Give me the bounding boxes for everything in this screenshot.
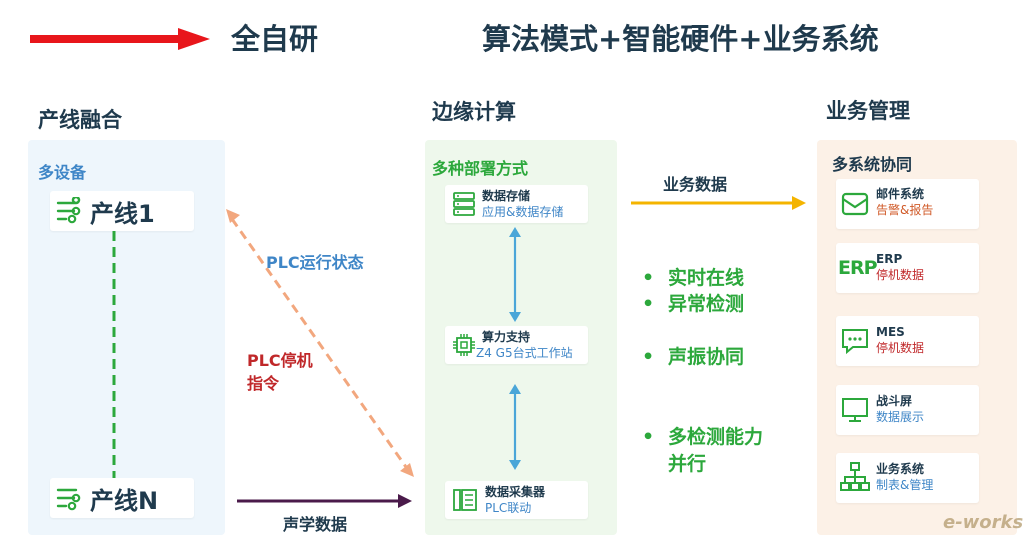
plc-status-label: PLC运行状态 bbox=[266, 253, 364, 272]
bullet-realtime: 实时在线 bbox=[668, 267, 745, 289]
bullet-dot: • bbox=[642, 346, 655, 368]
right-panel-title: 多系统协同 bbox=[832, 155, 913, 174]
collector-subtitle: PLC联动 bbox=[485, 501, 532, 515]
storage-compute-double-arrow bbox=[509, 227, 521, 322]
middle-panel-title: 多种部署方式 bbox=[432, 159, 529, 178]
system-sub-business: 制表&管理 bbox=[876, 478, 934, 492]
system-title-battle-screen: 战斗屏 bbox=[876, 394, 913, 408]
compute-card: 算力支持 Z4 G5台式工作站 bbox=[445, 326, 588, 364]
line-connector-dashed bbox=[112, 231, 116, 478]
collector-title: 数据采集器 bbox=[485, 485, 546, 499]
chat-icon bbox=[842, 329, 868, 355]
production-line-1-card: 产线1 bbox=[50, 191, 194, 231]
compute-subtitle: Z4 G5台式工作站 bbox=[476, 346, 573, 360]
plc-stop-label-2: 指令 bbox=[247, 374, 280, 393]
right-section-title: 业务管理 bbox=[826, 99, 910, 123]
storage-subtitle: 应用&数据存储 bbox=[482, 205, 564, 219]
bullet-multi-detection: 多检测能力 bbox=[668, 426, 764, 448]
collector-icon bbox=[453, 489, 477, 511]
business-data-label: 业务数据 bbox=[663, 175, 728, 194]
system-card-business: 业务系统 制表&管理 bbox=[836, 453, 979, 503]
left-section-title: 产线融合 bbox=[38, 108, 122, 132]
production-line-n-card: 产线N bbox=[50, 478, 194, 518]
database-icon bbox=[453, 192, 475, 216]
bullet-dot: • bbox=[642, 426, 655, 448]
system-title-mail: 邮件系统 bbox=[876, 187, 925, 201]
acoustic-data-label: 声学数据 bbox=[283, 515, 348, 534]
bullet-anomaly: 异常检测 bbox=[668, 293, 745, 315]
system-title-mes: MES bbox=[876, 325, 905, 339]
header-right-title: 算法模式+智能硬件+业务系统 bbox=[482, 22, 879, 56]
production-line-n-label: 产线N bbox=[90, 486, 159, 515]
bullet-dot: • bbox=[642, 293, 655, 315]
header-left-title: 全自研 bbox=[231, 22, 319, 56]
left-panel-title: 多设备 bbox=[38, 163, 87, 182]
bullet-multi-detection-cont: 并行 bbox=[668, 453, 707, 475]
system-card-erp: ERP ERP 停机数据 bbox=[836, 243, 979, 293]
bullet-acoustic-vibration: 声振协同 bbox=[668, 346, 745, 368]
acoustic-data-arrow bbox=[237, 494, 412, 508]
system-title-erp: ERP bbox=[876, 252, 903, 266]
chip-icon bbox=[453, 334, 475, 356]
storage-card: 数据存储 应用&数据存储 bbox=[445, 185, 588, 223]
system-title-business: 业务系统 bbox=[876, 462, 925, 476]
system-card-mes: MES 停机数据 bbox=[836, 316, 979, 366]
production-line-icon bbox=[56, 197, 81, 224]
system-sub-erp: 停机数据 bbox=[876, 268, 925, 282]
storage-title: 数据存储 bbox=[482, 189, 531, 203]
plc-stop-label-1: PLC停机 bbox=[247, 351, 313, 370]
system-card-battle-screen: 战斗屏 数据展示 bbox=[836, 385, 979, 435]
system-sub-mes: 停机数据 bbox=[876, 341, 925, 355]
header-red-arrow bbox=[30, 28, 210, 50]
middle-section-title: 边缘计算 bbox=[432, 100, 516, 124]
e-works-watermark: e-works bbox=[943, 512, 1024, 533]
compute-collector-double-arrow bbox=[509, 384, 521, 470]
system-sub-battle-screen: 数据展示 bbox=[876, 410, 925, 424]
monitor-icon bbox=[842, 398, 868, 422]
production-line-1-label: 产线1 bbox=[90, 199, 155, 228]
business-data-arrow bbox=[631, 196, 806, 210]
plc-dashed-arrow bbox=[226, 209, 414, 477]
erp-icon: ERP bbox=[838, 257, 878, 279]
system-sub-mail: 告警&报告 bbox=[876, 203, 934, 217]
org-chart-icon bbox=[840, 462, 870, 491]
production-line-icon bbox=[56, 488, 81, 511]
collector-card: 数据采集器 PLC联动 bbox=[445, 481, 588, 519]
system-card-mail: 邮件系统 告警&报告 bbox=[836, 179, 979, 229]
mail-icon bbox=[841, 192, 869, 216]
bullet-dot: • bbox=[642, 267, 655, 289]
compute-title: 算力支持 bbox=[482, 330, 531, 344]
